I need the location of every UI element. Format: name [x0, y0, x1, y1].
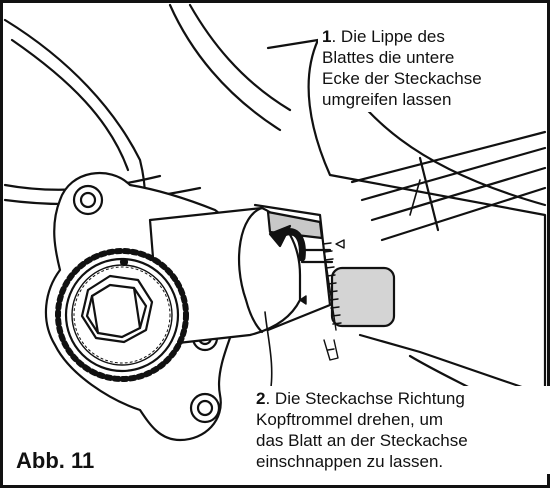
callout-step-2-number: 2 [256, 389, 266, 408]
callout-step-1: 1. Die Lippe des Blattes die untere Ecke… [318, 24, 531, 112]
figure-label: Abb. 11 [10, 448, 101, 474]
callout-step-1-text: . Die Lippe des Blattes die untere Ecke … [322, 27, 482, 109]
axle-scale [299, 235, 345, 361]
callout-step-2: 2. Die Steckachse Richtung Kopftrommel d… [252, 386, 550, 474]
hex-nut [80, 274, 154, 344]
rotation-arrow [268, 224, 306, 262]
callout-step-1-number: 1 [322, 27, 332, 46]
callout-step-2-text: . Die Steckachse Richtung Kopftrommel dr… [256, 389, 468, 471]
blade-slot [330, 266, 396, 328]
